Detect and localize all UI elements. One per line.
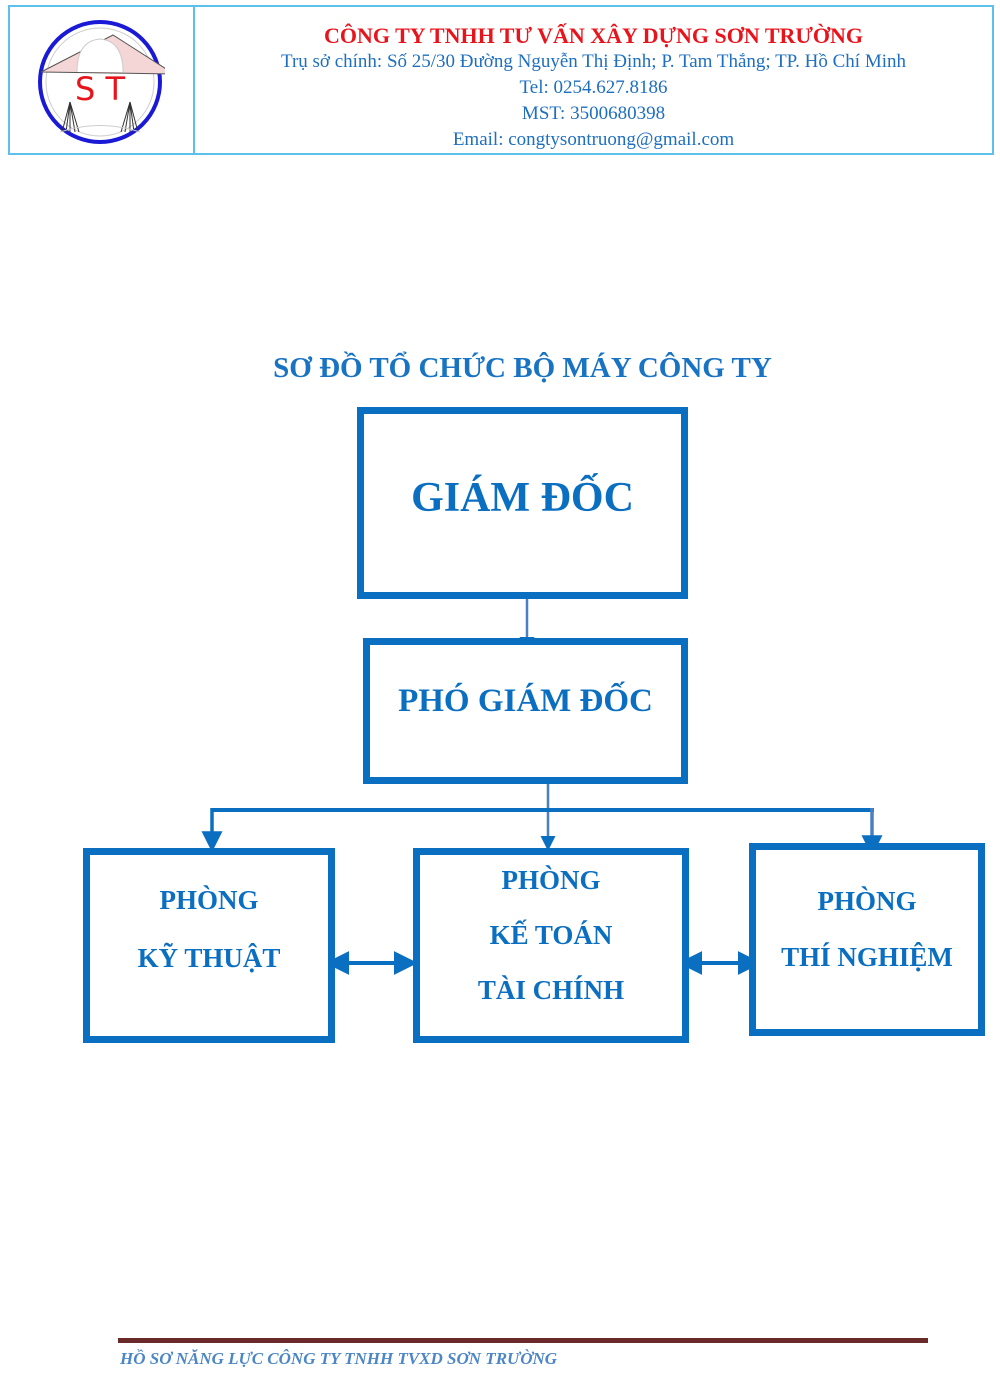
footer-divider — [118, 1338, 928, 1343]
department-lab-line-2: THÍ NGHIỆM — [781, 942, 953, 972]
company-tax-code: MST: 3500680398 — [521, 103, 666, 124]
department-lab-line-1: PHÒNG — [817, 886, 917, 916]
company-name: CÔNG TY TNHH TƯ VẤN XÂY DỰNG SƠN TRƯỜNG — [323, 23, 864, 48]
department-accounting-line-3: TÀI CHÍNH — [477, 975, 625, 1005]
department-technical-line-2: KỸ THUẬT — [137, 943, 281, 973]
footer-text: HỒ SƠ NĂNG LỰC CÔNG TY TNHH TVXD SƠN TRƯ… — [120, 1349, 558, 1368]
deputy-director-label: PHÓ GIÁM ĐỐC — [398, 683, 653, 719]
org-chart-title: SƠ ĐỒ TỔ CHỨC BỘ MÁY CÔNG TY — [273, 352, 772, 384]
company-tel: Tel: 0254.627.8186 — [519, 77, 668, 98]
department-accounting-line-1: PHÒNG — [501, 865, 601, 895]
department-accounting-line-2: KẾ TOÁN — [489, 920, 613, 950]
company-logo-icon: S T — [38, 20, 165, 144]
company-info: CÔNG TY TNHH TƯ VẤN XÂY DỰNG SƠN TRƯỜNG … — [195, 7, 992, 153]
department-technical-box: PHÒNG KỸ THUẬT — [83, 848, 335, 1043]
logo-cell: S T — [10, 7, 195, 153]
letterhead: S T CÔNG TY TNHH TƯ VẤN XÂY DỰNG SƠN TRƯ… — [8, 5, 994, 155]
department-lab-box: PHÒNG THÍ NGHIỆM — [749, 843, 985, 1036]
logo-letters: S T — [75, 70, 125, 108]
department-accounting-box: PHÒNG KẾ TOÁN TÀI CHÍNH — [413, 848, 689, 1043]
deputy-director-box: PHÓ GIÁM ĐỐC — [363, 638, 688, 784]
company-email: Email: congtysontruong@gmail.com — [452, 129, 735, 150]
director-box: GIÁM ĐỐC — [357, 407, 688, 599]
company-address: Trụ sở chính: Số 25/30 Đường Nguyễn Thị … — [281, 51, 906, 72]
director-label: GIÁM ĐỐC — [411, 475, 634, 521]
department-technical-line-1: PHÒNG — [159, 885, 259, 915]
